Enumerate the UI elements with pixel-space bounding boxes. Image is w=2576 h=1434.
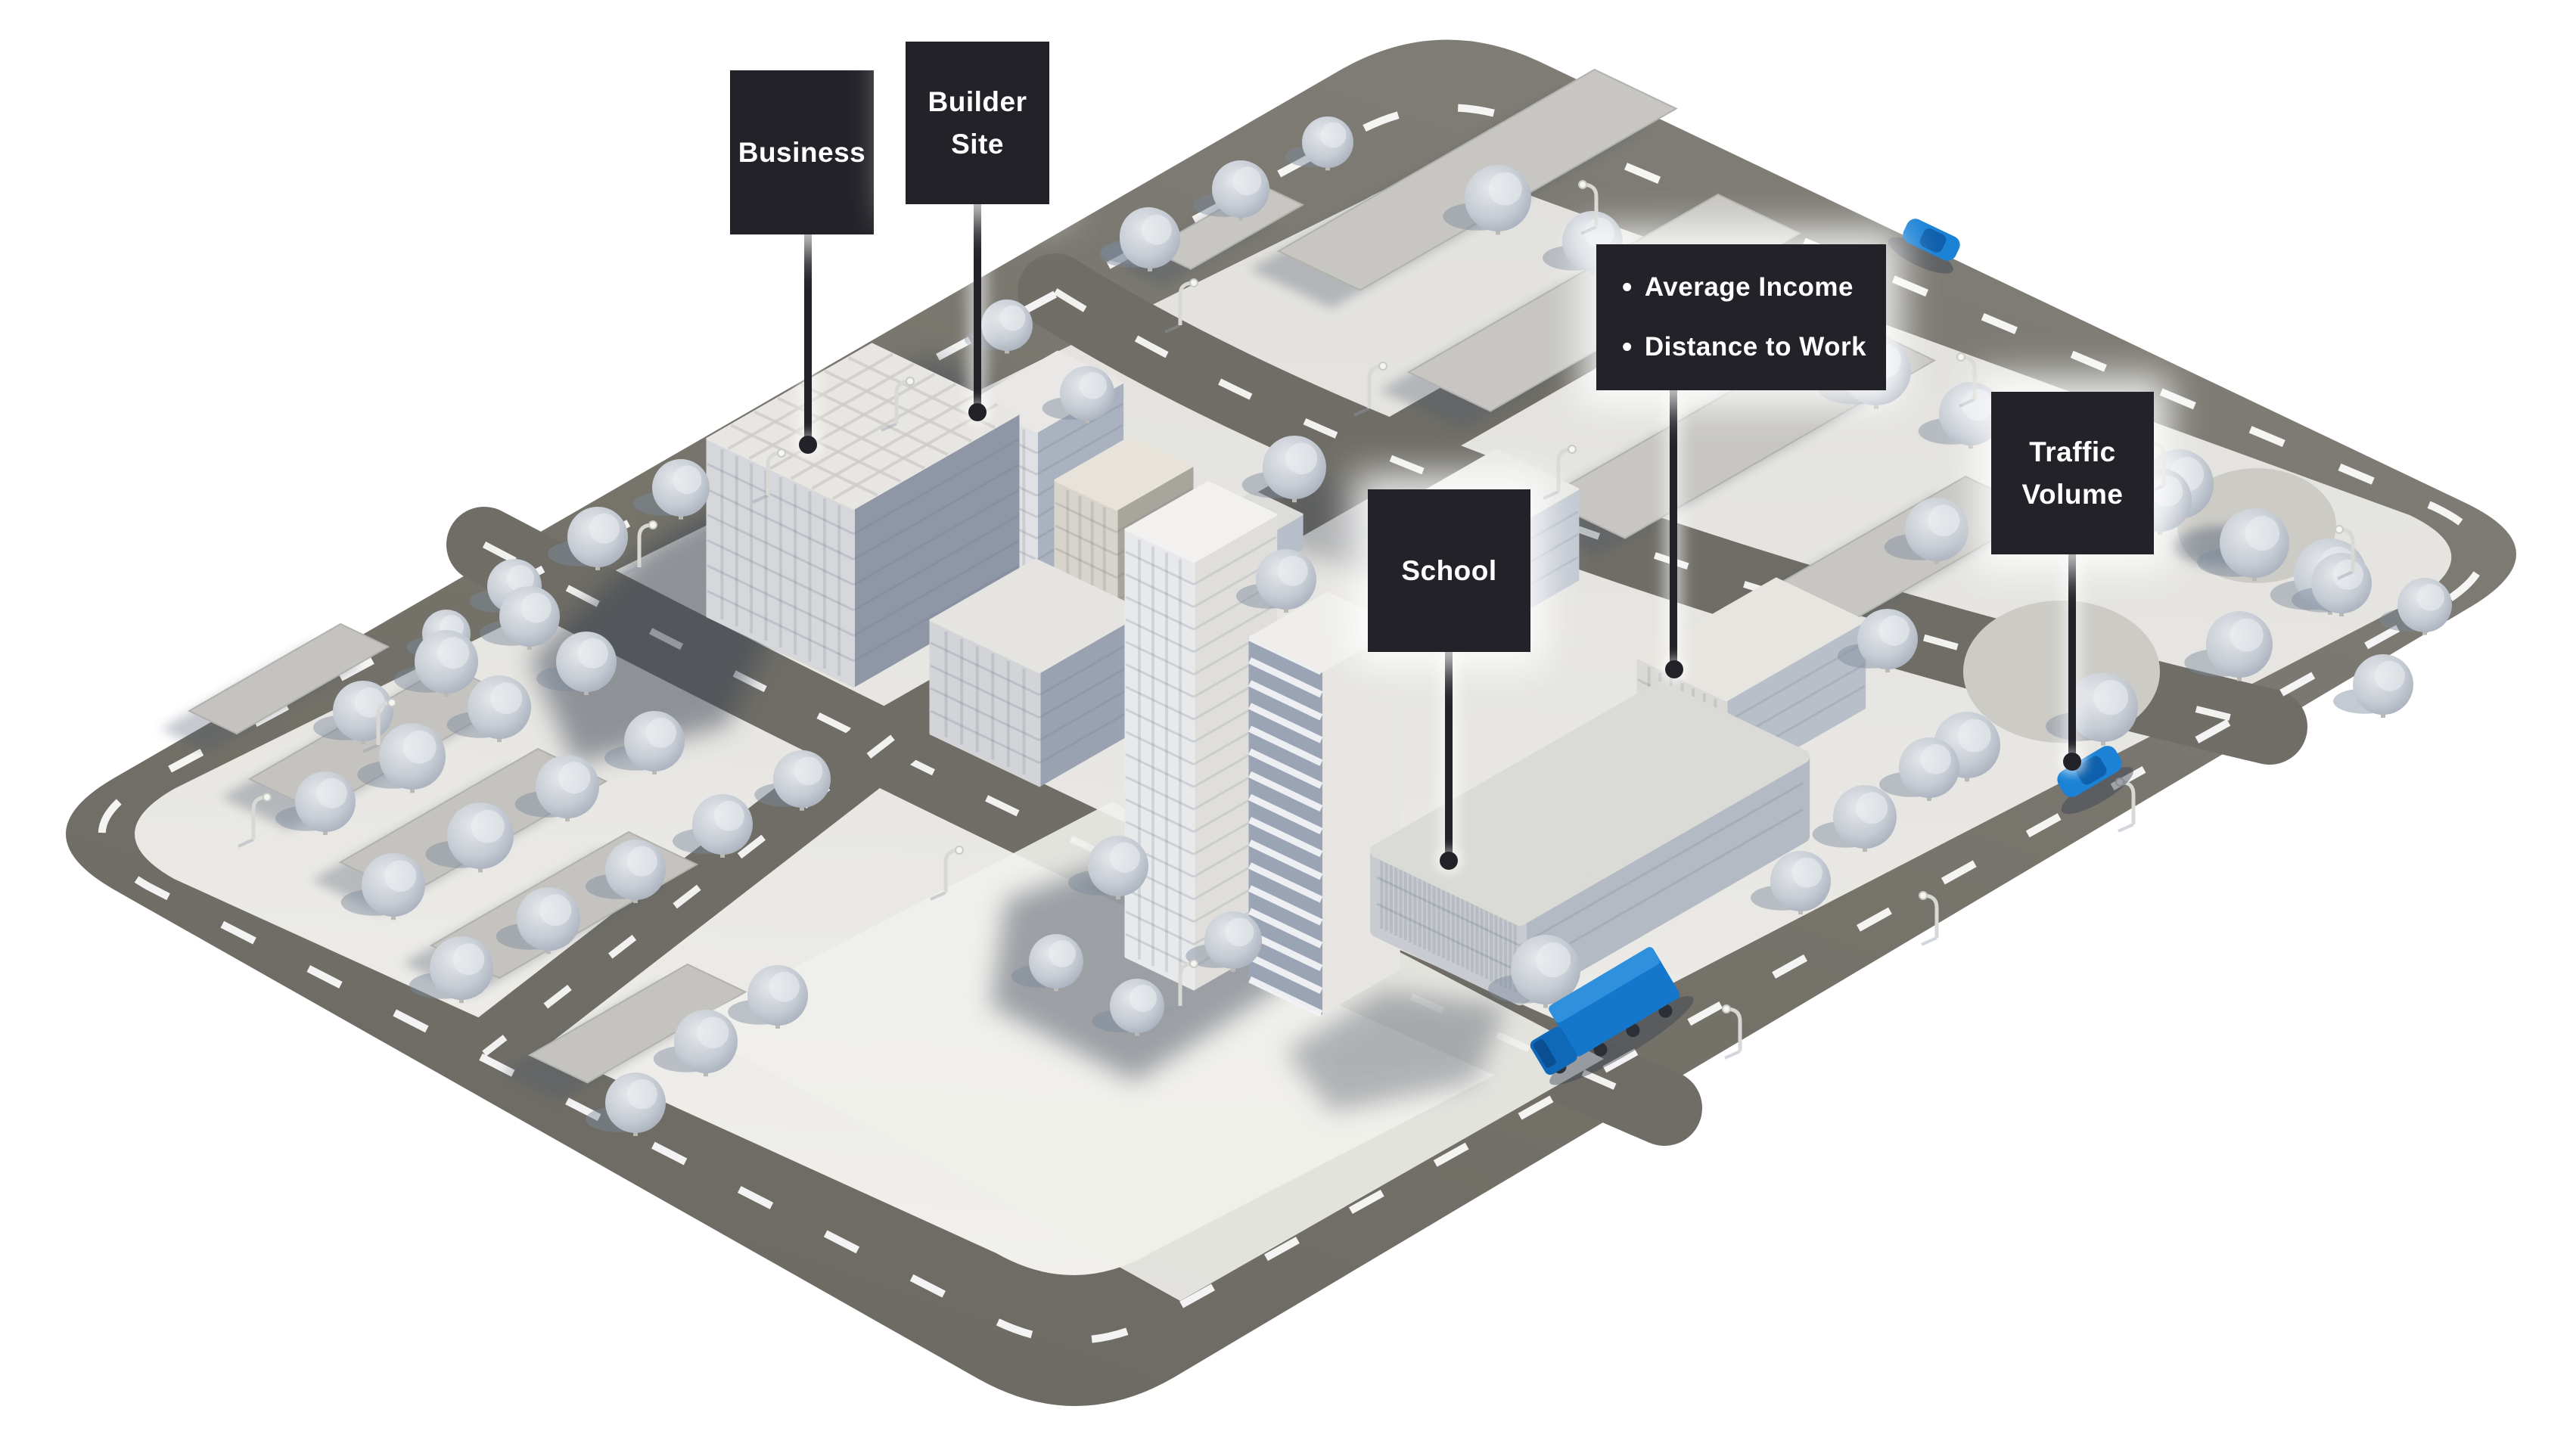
building (1370, 681, 1810, 1006)
metrics-item-average-income: • Average Income (1622, 268, 1854, 308)
tree (275, 771, 356, 835)
street-lamp (752, 449, 786, 504)
tree (340, 853, 425, 920)
blue-truck (1530, 947, 1694, 1085)
business-callout-stem (804, 233, 812, 445)
tree (446, 675, 531, 743)
street-lamp (1578, 180, 1599, 235)
trees (275, 116, 2452, 1136)
tree (393, 630, 478, 697)
tree (1751, 851, 1831, 914)
tree (728, 965, 808, 1029)
blue-car-right (2057, 746, 2133, 815)
tree (1838, 609, 1918, 672)
tree (1884, 498, 1969, 565)
tree (1236, 549, 1316, 613)
tree (425, 802, 514, 873)
tree (2292, 553, 2372, 616)
school-label-text: School (1401, 554, 1497, 586)
street-lamp (1722, 1004, 1742, 1060)
builder-site-label-line2: Site (951, 128, 1004, 160)
builder-site-label: Builder Site (906, 42, 1049, 204)
bullet-icon: • (1622, 272, 1633, 304)
tree (1092, 979, 1164, 1036)
tree (1068, 836, 1148, 899)
tree (480, 586, 560, 650)
tree (1443, 165, 1531, 235)
street-lamp (1164, 278, 1198, 334)
tree (1918, 382, 2003, 449)
building (706, 343, 1020, 688)
metrics-item-text: Distance to Work (1644, 331, 1867, 362)
school-callout-stem (1445, 650, 1453, 861)
builder-site-label-line1: Builder (928, 86, 1027, 117)
school-label: School (1368, 489, 1530, 652)
metrics-item-distance-to-work: • Distance to Work (1622, 327, 1866, 368)
traffic-volume-label: Traffic Volume (1991, 392, 2154, 554)
traffic-volume-anchor-dot (2063, 753, 2081, 771)
tree (514, 755, 599, 822)
tree (673, 794, 753, 858)
tree (2197, 508, 2289, 582)
tree (633, 459, 710, 520)
street-lamp (2115, 778, 2136, 833)
tree (496, 887, 580, 954)
tree (1042, 366, 1114, 424)
street-lamp (362, 698, 396, 753)
tree (2184, 611, 2273, 681)
tree (2379, 578, 2452, 635)
tree (586, 1072, 666, 1136)
tree (357, 723, 446, 793)
street-lamp (1543, 445, 1577, 500)
blue-car-top (1888, 219, 1960, 274)
business-label: Business (730, 70, 874, 234)
tree (1011, 934, 1083, 992)
tree (1879, 737, 1959, 801)
metrics-item-text: Average Income (1644, 272, 1854, 302)
building (929, 558, 1146, 787)
tree (2333, 654, 2413, 718)
tree (586, 840, 666, 903)
tree (1193, 160, 1269, 221)
metrics-anchor-dot (1665, 660, 1683, 678)
tree (1241, 436, 1326, 503)
tree (1100, 208, 1180, 272)
building (1248, 591, 1400, 1017)
traffic-volume-label-line2: Volume (2021, 478, 2124, 510)
business-anchor-dot (799, 436, 817, 454)
metrics-label: • Average Income • Distance to Work (1596, 244, 1886, 390)
street-lamp (1353, 362, 1387, 417)
builder-site-callout-stem (974, 203, 981, 412)
street-lamps (238, 180, 2355, 1060)
tree (1488, 935, 1580, 1008)
street-lamp (238, 793, 272, 848)
street-lamp (1956, 352, 1977, 408)
tree (2046, 672, 2138, 746)
street-lamp (2335, 525, 2355, 580)
school-anchor-dot (1440, 852, 1458, 870)
tree (754, 750, 831, 811)
tree (604, 711, 685, 774)
traffic-volume-label-line1: Traffic (2029, 436, 2116, 467)
tree (1285, 116, 1353, 171)
tree (536, 632, 617, 695)
tree (409, 936, 493, 1004)
street-lamp (881, 377, 915, 432)
tree (653, 1010, 738, 1077)
tree (1185, 911, 1262, 972)
vehicles (1530, 219, 2133, 1085)
street-lamp (1919, 891, 1939, 946)
metrics-callout-stem (1670, 389, 1677, 669)
traffic-volume-callout-stem (2068, 553, 2076, 762)
tree (1812, 785, 1897, 852)
street-lamp (623, 520, 657, 576)
tree (548, 507, 628, 570)
bullet-icon: • (1622, 331, 1633, 363)
builder-site-anchor-dot (968, 403, 987, 421)
business-label-text: Business (738, 136, 866, 168)
street-lamp (930, 846, 964, 901)
street-lamp (1164, 959, 1198, 1014)
